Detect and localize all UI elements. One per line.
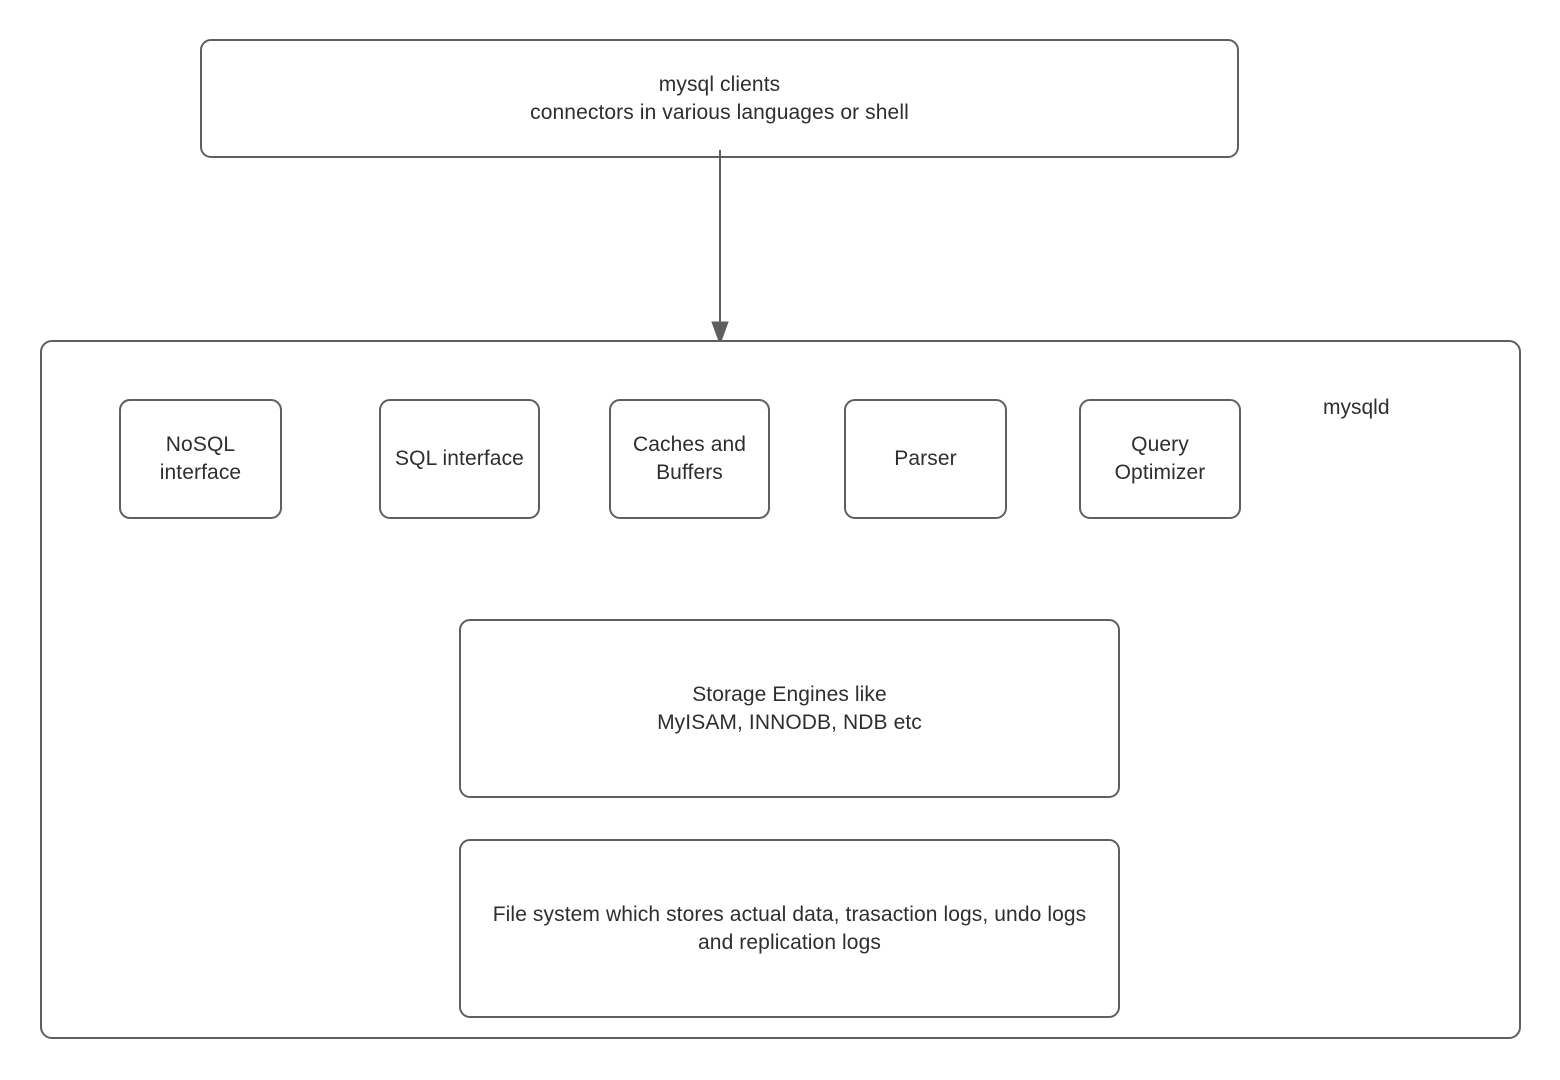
node-file-system[interactable]: File system which stores actual data, tr… bbox=[459, 839, 1120, 1018]
node-sql-interface[interactable]: SQL interface bbox=[379, 399, 540, 519]
node-caches-and-buffers[interactable]: Caches and Buffers bbox=[609, 399, 770, 519]
node-query-optimizer[interactable]: Query Optimizer bbox=[1079, 399, 1241, 519]
label-mysqld: mysqld bbox=[1323, 396, 1390, 419]
node-parser[interactable]: Parser bbox=[844, 399, 1007, 519]
node-mysql-clients[interactable]: mysql clients connectors in various lang… bbox=[200, 39, 1239, 158]
node-storage-engines[interactable]: Storage Engines like MyISAM, INNODB, NDB… bbox=[459, 619, 1120, 798]
node-nosql-interface[interactable]: NoSQL interface bbox=[119, 399, 282, 519]
connector-clients-to-mysqld bbox=[711, 150, 729, 346]
